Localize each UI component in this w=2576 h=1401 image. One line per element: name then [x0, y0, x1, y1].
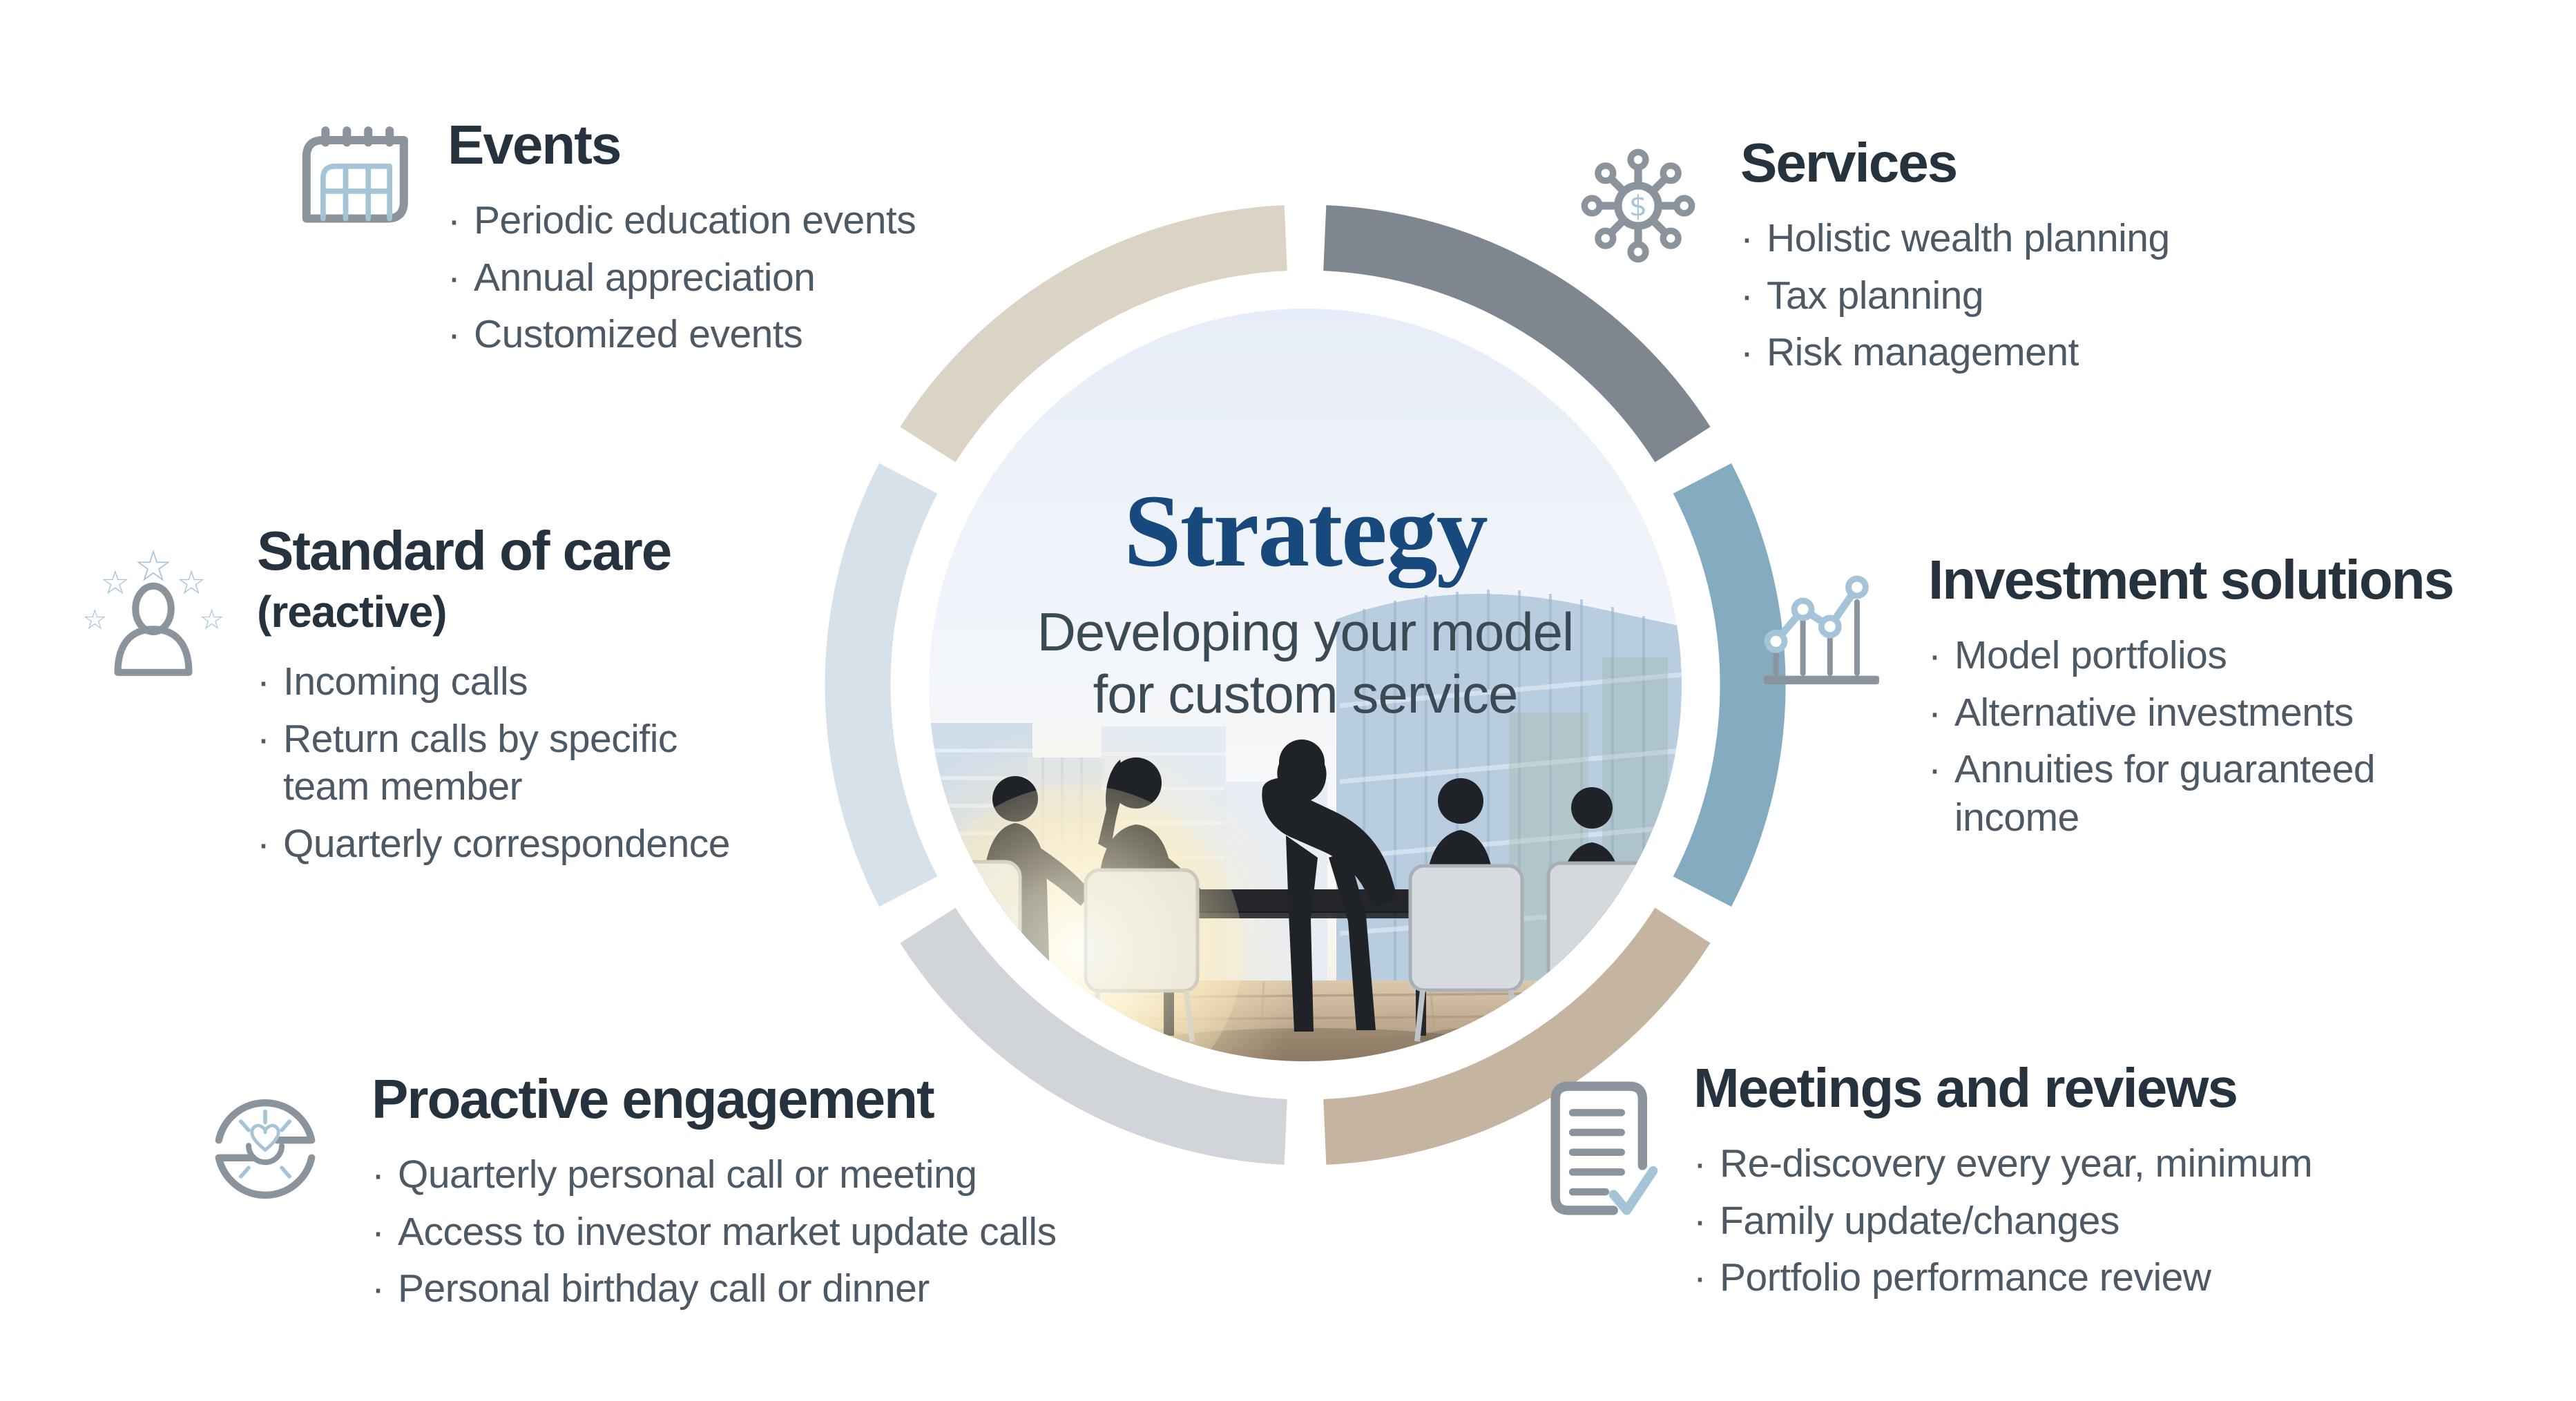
bullet-text: Periodic education events	[474, 198, 916, 243]
ring-segment-top-left	[900, 205, 1287, 463]
services-bullets: ·Holistic wealth planning ·Tax planning …	[1740, 215, 2293, 377]
bullet-dot: ·	[448, 198, 461, 243]
investment-solutions-bullets: · Model portfolios · Alternative investmen…	[1928, 632, 2481, 842]
section-meetings-and-reviews: Meetings and reviews · Re-discovery every…	[1693, 1059, 2481, 1311]
bullet-dot: ·	[372, 1266, 385, 1311]
bullet-dot: ·	[1693, 1141, 1707, 1186]
list-item: · Portfolio performance review	[1693, 1254, 2481, 1302]
bullet-dot: ·	[1740, 216, 1753, 261]
bullet-text: Customized events	[474, 312, 803, 357]
ring-segment-right	[1673, 463, 1786, 907]
meetings-and-reviews-title: Meetings and reviews	[1693, 1057, 2238, 1119]
dollar-glyph: $	[1629, 189, 1647, 222]
standard-of-care-title: Standard of care	[257, 520, 672, 581]
bullet-dot: ·	[1740, 330, 1753, 375]
bullet-dot: ·	[1693, 1255, 1707, 1300]
bullet-dot: ·	[257, 716, 270, 761]
bullet-dot: ·	[448, 312, 461, 357]
ring-segment-left	[825, 463, 938, 907]
list-item: · Holistic wealth planning	[1740, 215, 2293, 263]
bullet-dot: ·	[1928, 747, 1941, 792]
meetings-and-reviews-bullets: · Re-discovery every year, minimum · Famil…	[1693, 1140, 2481, 1302]
star-glyph: ☆	[100, 564, 130, 602]
ring-segment-bottom-right	[1323, 907, 1711, 1165]
line-chart-icon	[1763, 575, 1879, 685]
section-investment-solutions: Investment solutions · Model portfolios ·…	[1928, 551, 2481, 851]
person-stars-icon: ☆ ☆ ☆ ☆ ☆	[82, 541, 224, 676]
list-item: · Tax planning	[1740, 272, 2293, 320]
list-item: · Quarterly correspondence	[257, 820, 768, 869]
list-item: · Annual appreciation	[448, 254, 1014, 302]
bullet-text: Quarterly personal call or meeting	[398, 1152, 977, 1197]
proactive-engagement-bullets: · Quarterly personal call or meeting · Acc…	[372, 1151, 1200, 1313]
center-title: Strategy	[1124, 474, 1488, 588]
investment-solutions-title: Investment solutions	[1928, 549, 2454, 610]
bullet-dot: ·	[257, 659, 270, 704]
section-services: Services · Holistic wealth planning · Tax …	[1740, 134, 2293, 386]
bullet-text: Holistic wealth planning	[1767, 216, 2170, 261]
bullet-text: Annuities for guaranteed income	[1954, 747, 2376, 840]
proactive-engagement-title: Proactive engagement	[372, 1068, 935, 1130]
bullet-text: Return calls by specific team member	[283, 716, 677, 809]
bullet-dot: ·	[1928, 633, 1941, 678]
bullet-text: Annual appreciation	[474, 255, 816, 300]
section-events: Events · Periodic education events · Annua…	[448, 116, 1014, 368]
bullet-text: Tax planning	[1767, 273, 1984, 318]
bullet-text: Quarterly correspondence	[283, 821, 731, 866]
ring-segment-bottom-left	[900, 907, 1287, 1165]
list-item: · Access to investor market update calls	[372, 1208, 1200, 1257]
list-item: · Personal birthday call or dinner	[372, 1265, 1200, 1313]
section-standard-of-care: Standard of care (reactive) · Incoming ca…	[257, 522, 768, 877]
star-glyph: ☆	[82, 603, 107, 636]
bullet-dot: ·	[1740, 273, 1753, 318]
bullet-text: Model portfolios	[1954, 633, 2227, 678]
star-glyph: ☆	[199, 603, 224, 636]
bullet-dot: ·	[257, 821, 270, 866]
bullet-text: Family update/changes	[1720, 1198, 2120, 1243]
events-title: Events	[448, 114, 622, 175]
list-item: · Risk management	[1740, 329, 2293, 377]
list-item: · Annuities for guaranteed income	[1928, 746, 2481, 842]
bullet-dot: ·	[448, 255, 461, 300]
bullet-text: Portfolio performance review	[1720, 1255, 2211, 1300]
bullet-dot: ·	[1693, 1198, 1707, 1243]
list-item: · Re-discovery every year, minimum	[1693, 1140, 2481, 1188]
star-glyph: ☆	[177, 564, 206, 602]
center-subtitle-line1: Developing your model	[1037, 601, 1575, 662]
services-title: Services	[1740, 132, 1958, 193]
list-item: · Quarterly personal call or meeting	[372, 1151, 1200, 1199]
list-item: · Incoming calls	[257, 658, 768, 706]
network-dollar-icon: $	[1581, 148, 1695, 263]
document-check-icon	[1550, 1081, 1658, 1215]
list-item: · Return calls by specific team member	[257, 715, 768, 811]
list-item: · Model portfolios	[1928, 632, 2481, 680]
ring-segment-top-right	[1323, 205, 1711, 463]
standard-of-care-subtitle: (reactive)	[257, 587, 448, 637]
center-subtitle: Developing your model for custom service	[822, 601, 1789, 726]
bullet-dot: ·	[372, 1209, 385, 1254]
bullet-dot: ·	[372, 1152, 385, 1197]
list-item: · Family update/changes	[1693, 1197, 2481, 1246]
bullet-text: Re-discovery every year, minimum	[1720, 1141, 2313, 1186]
section-proactive-engagement: Proactive engagement · Quarterly personal…	[372, 1070, 1200, 1322]
star-glyph: ☆	[134, 541, 173, 591]
bullet-dot: ·	[1928, 690, 1941, 735]
calendar-icon	[302, 126, 408, 223]
strategy-ring	[825, 205, 1786, 1165]
standard-of-care-bullets: · Incoming calls · Return calls by specifi…	[257, 658, 768, 868]
center-text-block: Strategy Developing your model for custo…	[822, 479, 1789, 726]
center-subtitle-line2: for custom service	[1093, 664, 1519, 725]
bullet-text: Incoming calls	[283, 659, 528, 704]
bullet-text: Access to investor market update calls	[398, 1209, 1057, 1254]
list-item: · Alternative investments	[1928, 689, 2481, 737]
bullet-text: Alternative investments	[1954, 690, 2354, 735]
bullet-text: Risk management	[1767, 330, 2079, 375]
list-item: · Periodic education events	[448, 197, 1014, 245]
care-heart-icon	[215, 1099, 316, 1199]
list-item: · Customized events	[448, 311, 1014, 359]
events-bullets: · Periodic education events · Annual appre…	[448, 197, 1014, 359]
bullet-text: Personal birthday call or dinner	[398, 1266, 930, 1311]
